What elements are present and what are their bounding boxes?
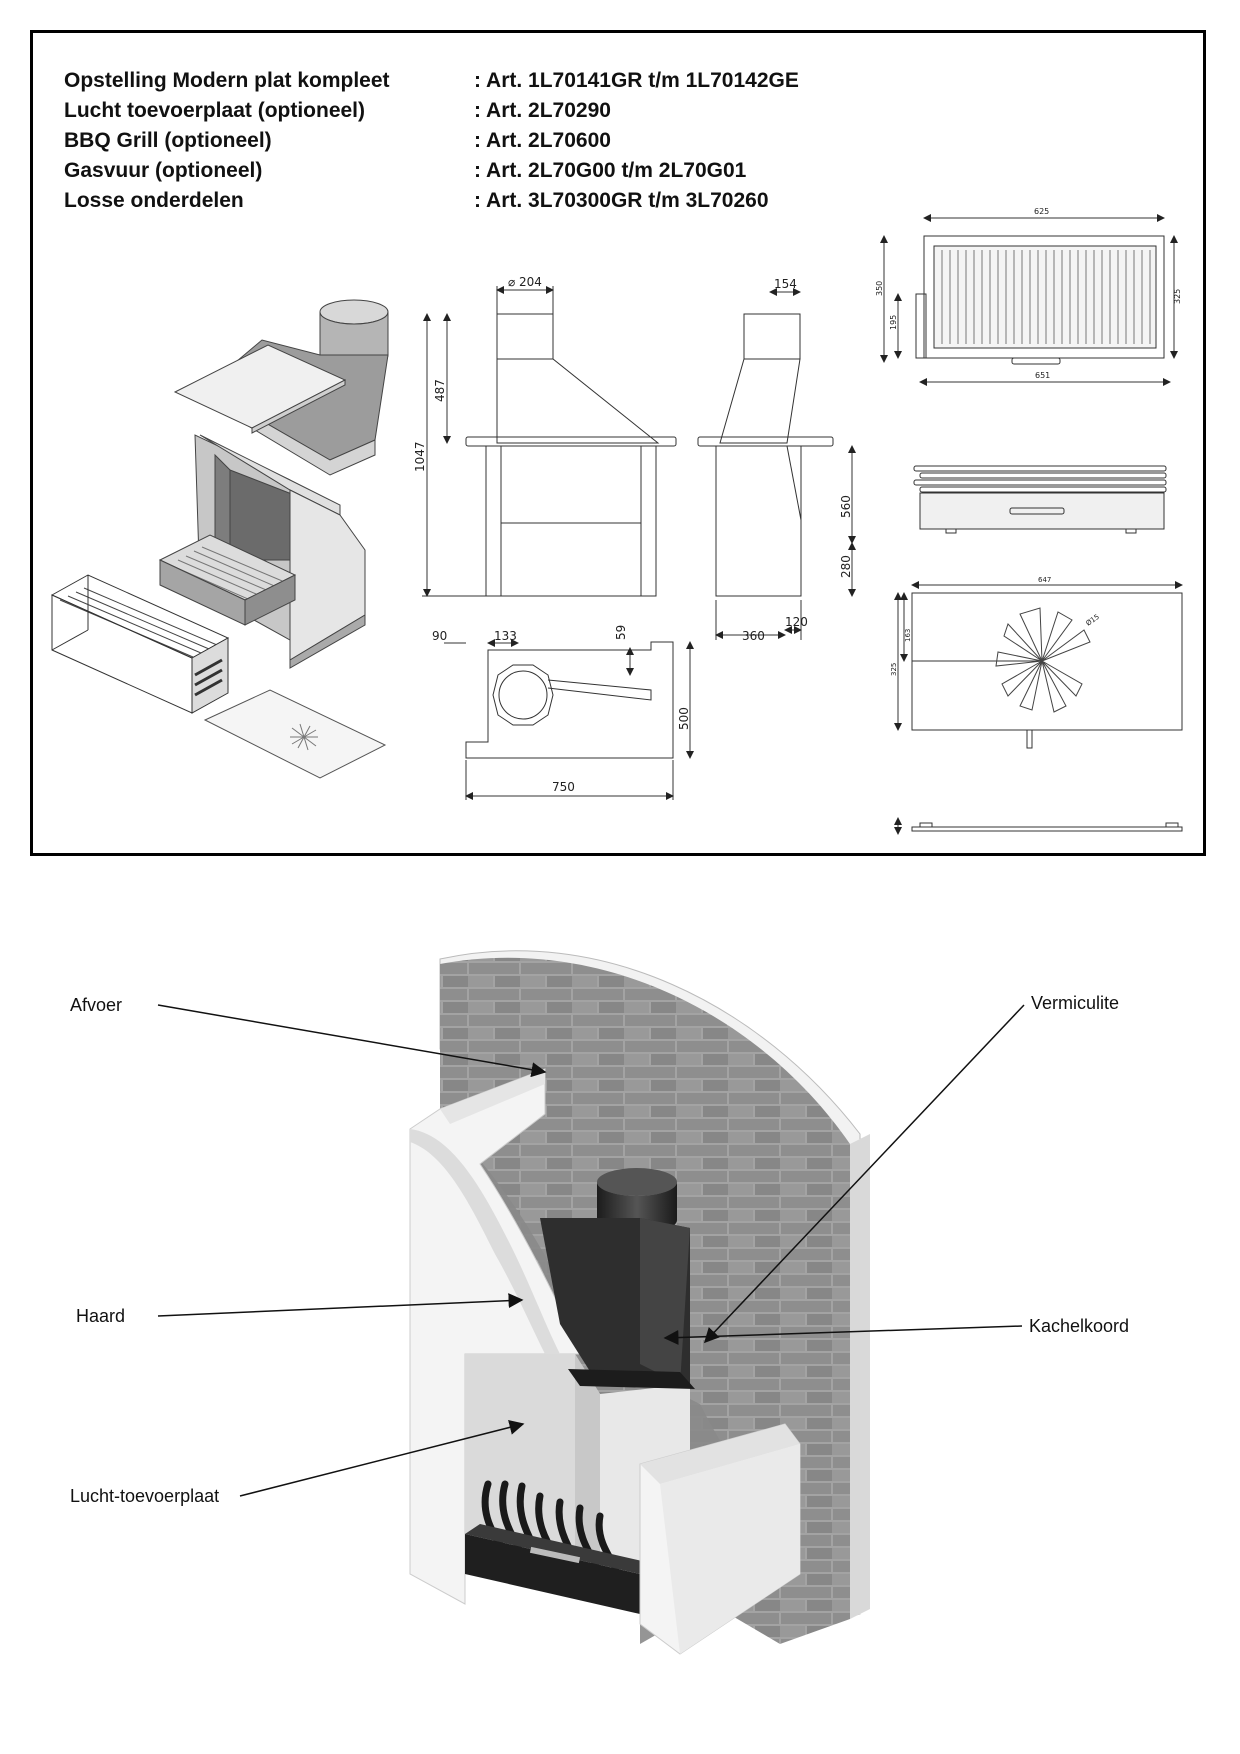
dim-grill-h2: 195 [889, 315, 898, 330]
dim-front-diameter: ⌀ 204 [508, 275, 542, 289]
dim-plate-width: 647 [1038, 576, 1051, 584]
grate-assembly [465, 1480, 655, 1614]
spec-art: : Art. 2L70G00 t/m 2L70G01 [474, 159, 747, 182]
dim-top-90: 90 [432, 629, 447, 643]
spec-art: : Art. 2L70600 [474, 129, 611, 152]
gas-plate-side-view [894, 817, 1183, 835]
dim-top-133: 133 [494, 629, 517, 643]
dim-side-top: 154 [774, 277, 797, 291]
spec-name: Opstelling Modern plat kompleet [64, 69, 390, 92]
gas-plate-top-view [894, 581, 1183, 749]
spec-art: : Art. 1L70141GR t/m 1L70142GE [474, 69, 799, 92]
callout-afvoer: Afvoer [70, 995, 123, 1015]
bbq-grill-side-view [913, 465, 1167, 534]
dim-plate-d: Ø15 [1085, 613, 1101, 628]
spec-art: : Art. 3L70300GR t/m 3L70260 [474, 189, 769, 212]
spec-name: Gasvuur (optioneel) [64, 159, 263, 182]
callout-lucht-toevoerplaat: Lucht-toevoerplaat [70, 1486, 220, 1506]
dim-side-low: 280 [839, 555, 853, 578]
dim-grill-right: 325 [1173, 289, 1182, 304]
dim-grill-width: 625 [1034, 207, 1049, 216]
spec-name: Losse onderdelen [64, 189, 244, 212]
spec-art: : Art. 2L70290 [474, 99, 611, 122]
dim-side-depth: 360 [742, 629, 765, 643]
callout-haard: Haard [76, 1306, 126, 1326]
dim-top-500: 500 [677, 707, 691, 730]
front-elevation [422, 286, 677, 597]
dim-front-hood: 487 [433, 379, 447, 402]
installation-illustration [157, 950, 1025, 1655]
hearth [465, 1354, 690, 1574]
callout-kachelkoord: Kachelkoord [1029, 1316, 1130, 1336]
side-elevation [697, 288, 856, 640]
dim-top-59: 59 [614, 625, 628, 640]
callout-vermiculite: Vermiculite [1031, 993, 1120, 1013]
dim-side-mid: 560 [839, 495, 853, 518]
technical-drawings: ⌀ 204 487 1047 154 560 280 360 120 90 13… [50, 207, 1183, 835]
top-view [444, 639, 694, 800]
dim-plate-h2: 163 [904, 629, 912, 642]
right-cladding [639, 1423, 801, 1655]
dim-grill-bottom: 651 [1035, 371, 1050, 380]
spec-name: BBQ Grill (optioneel) [64, 129, 272, 152]
dim-front-height: 1047 [413, 441, 427, 472]
spec-name: Lucht toevoerplaat (optioneel) [64, 99, 366, 122]
callout-lines [157, 1004, 1025, 1497]
exploded-isometric-view [50, 299, 389, 779]
dim-top-width: 750 [552, 780, 575, 794]
bbq-grill-top-view [880, 214, 1178, 386]
dim-side-back: 120 [785, 615, 808, 629]
dim-plate-h: 325 [890, 663, 898, 676]
dim-grill-h1: 350 [875, 281, 884, 296]
